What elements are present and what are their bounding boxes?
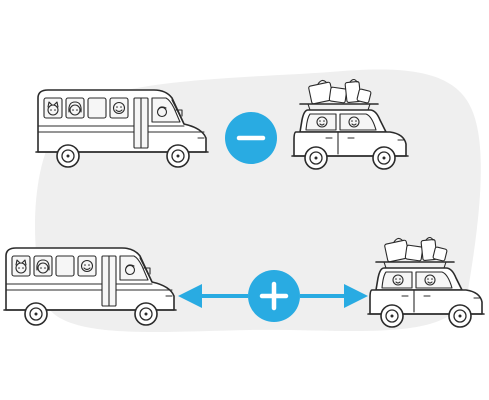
arrow-left-icon: [178, 284, 248, 308]
arrow-right-icon: [300, 284, 368, 308]
plus-icon: [248, 270, 300, 322]
minus-icon: [225, 112, 277, 164]
